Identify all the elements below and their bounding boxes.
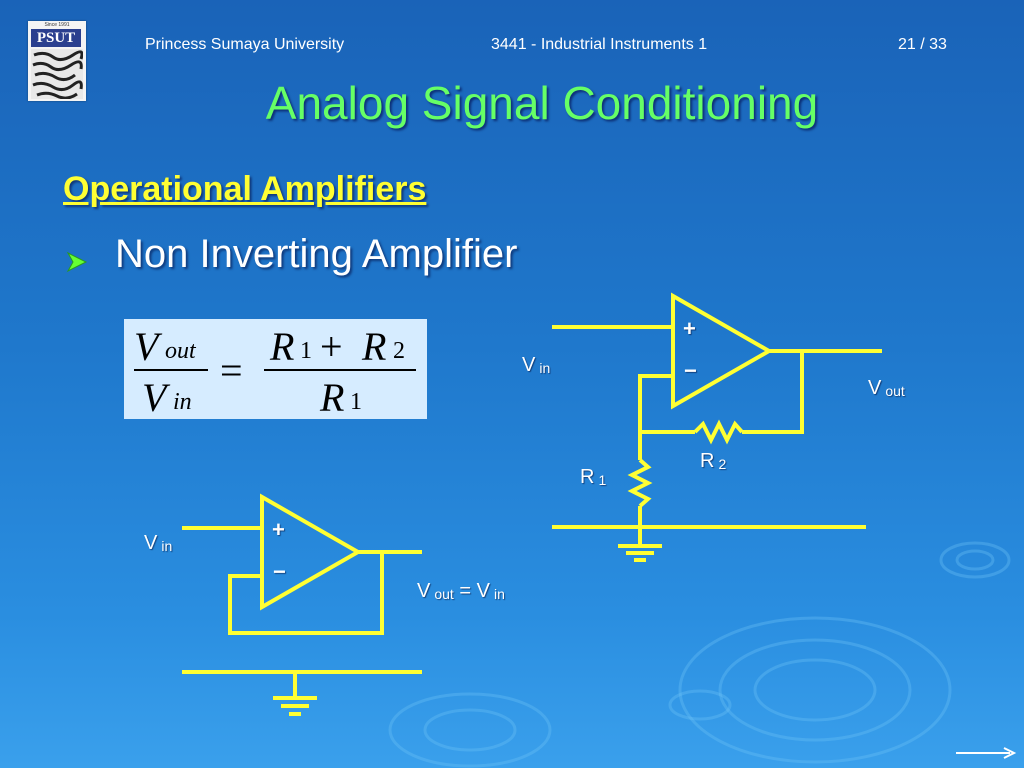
bullet-arrow-icon (66, 251, 88, 273)
header-course: 3441 - Industrial Instruments 1 (491, 36, 708, 53)
slide-title: Analog Signal Conditioning (265, 77, 819, 129)
formula-r1-sub: 1 (300, 338, 312, 364)
opamp-right-minus: − (684, 358, 697, 383)
formula-r1-den-sub: 1 (350, 389, 362, 415)
formula-vin: V (142, 375, 167, 420)
wire-inverting-input-right (638, 374, 673, 460)
formula-vout: V (134, 324, 159, 369)
formula-plus: + (320, 324, 343, 369)
opamp-left-minus: − (273, 559, 286, 584)
formula-r2-sub: 2 (393, 338, 405, 364)
gain-formula: V out V in = R 1 + R 2 R 1 (124, 319, 427, 420)
opamp-left-plus: + (272, 517, 285, 542)
logo-text: PSUT (31, 29, 81, 47)
resistor-r2 (693, 419, 744, 445)
opamp-right (671, 292, 774, 410)
bullet-text: Non Inverting Amplifier (115, 232, 518, 276)
opamp-left (260, 493, 363, 611)
header-page-number: 21 / 33 (898, 36, 947, 53)
ground-icon-left (273, 696, 317, 716)
formula-r1-den: R (320, 375, 345, 420)
formula-r1: R (270, 324, 295, 369)
logo-emblem-icon (31, 49, 83, 99)
next-slide-arrow-icon[interactable] (954, 746, 1018, 760)
header-university: Princess Sumaya University (145, 36, 345, 53)
formula-r2: R (362, 324, 387, 369)
formula-fraction-bar-left (134, 369, 208, 371)
psut-logo: Since 1991 PSUT (28, 21, 86, 101)
formula-vin-sub: in (173, 389, 192, 415)
opamp-right-plus: + (683, 316, 696, 341)
wire-feedback-left (228, 552, 384, 635)
formula-vout-sub: out (165, 338, 196, 364)
formula-fraction-bar-right (264, 369, 416, 371)
logo-since: Since 1991 (44, 22, 70, 28)
wire-feedback-right (742, 351, 804, 434)
section-heading: Operational Amplifiers (63, 170, 427, 208)
resistor-r1 (627, 458, 653, 508)
formula-equals: = (220, 348, 243, 393)
ground-icon-right (618, 544, 662, 562)
